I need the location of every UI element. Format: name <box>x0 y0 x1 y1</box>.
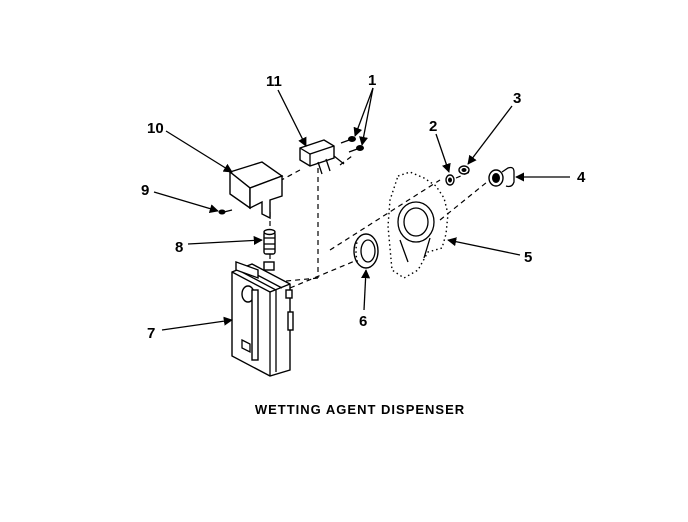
leader-lines <box>153 87 570 331</box>
callout-8: 8 <box>175 239 183 256</box>
part-2-washer <box>445 174 455 186</box>
part-3-nut <box>458 165 470 175</box>
part-9-screw <box>218 209 233 215</box>
part-1-screws <box>340 136 364 153</box>
part-4-knob <box>488 166 515 188</box>
callout-9: 9 <box>141 182 149 199</box>
callout-labels: 1 2 3 4 5 6 7 8 9 10 11 <box>141 72 586 342</box>
callout-2: 2 <box>429 118 437 135</box>
part-11-switch-bracket <box>299 139 345 175</box>
part-8-spacer <box>263 228 276 255</box>
callout-4: 4 <box>577 169 586 186</box>
callout-1: 1 <box>368 72 376 89</box>
part-6-gasket-ring <box>353 233 379 269</box>
callout-6: 6 <box>359 313 367 330</box>
diagram-caption: WETTING AGENT DISPENSER <box>255 402 465 417</box>
callout-7: 7 <box>147 325 155 342</box>
callout-11: 11 <box>266 73 282 90</box>
callout-10: 10 <box>147 120 164 137</box>
assembly-lines <box>247 155 493 289</box>
part-5-gasket-plate <box>387 171 449 279</box>
callout-3: 3 <box>513 90 521 107</box>
part-7-dispenser-housing <box>231 260 294 377</box>
part-10-angle-bracket <box>228 161 284 220</box>
callout-5: 5 <box>524 249 532 266</box>
